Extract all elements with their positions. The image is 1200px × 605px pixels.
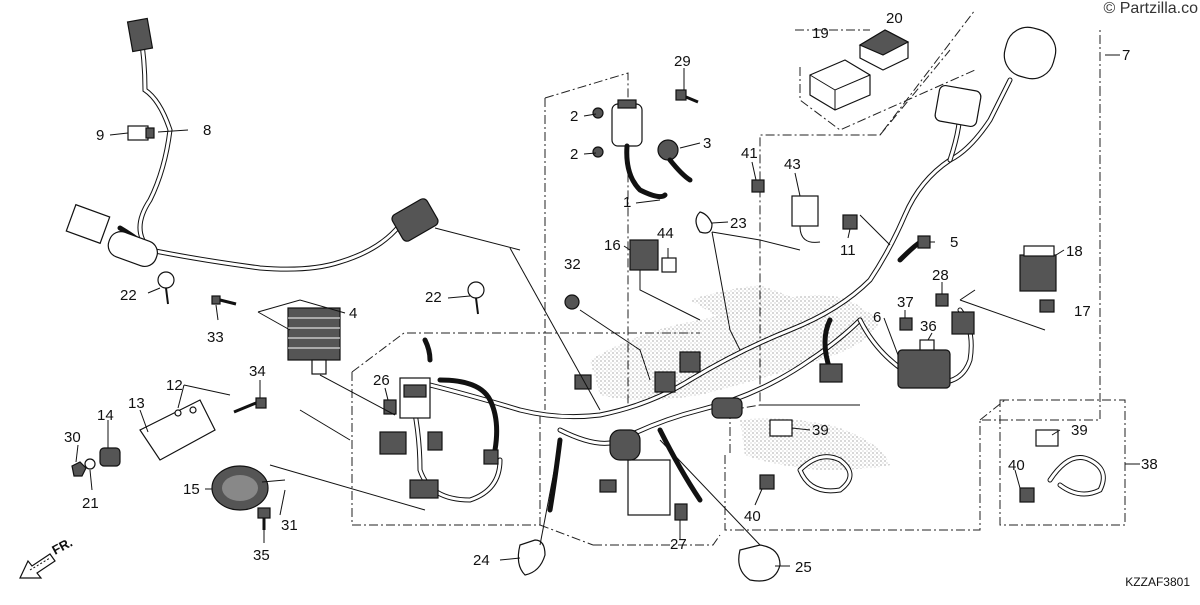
callout-5: 5 <box>950 234 958 251</box>
callout-19: 19 <box>812 25 829 42</box>
part-40-b <box>1019 487 1035 503</box>
part-13-bracket <box>139 399 216 461</box>
part-28 <box>935 293 949 307</box>
part-38-wire <box>797 454 1106 497</box>
part-9 <box>127 125 155 141</box>
callout-18: 18 <box>1066 243 1083 260</box>
callout-12: 12 <box>166 377 183 394</box>
group-boundaries <box>351 9 1126 546</box>
callout-28: 28 <box>932 267 949 284</box>
front-direction-label: FR. <box>49 535 75 558</box>
part-11 <box>842 214 858 230</box>
callout-27: 27 <box>670 536 687 553</box>
callout-14: 14 <box>97 407 114 424</box>
part-4-regulator <box>287 307 341 375</box>
part-6-fuse-box <box>897 311 975 389</box>
bolt-29 <box>675 89 699 104</box>
front-direction-arrow-icon <box>19 553 56 579</box>
part-19 <box>809 59 871 111</box>
watermark-text: © Partzilla.co <box>1104 0 1199 17</box>
part-24-band <box>517 539 546 576</box>
part-1-ignition-coil <box>611 99 668 200</box>
part-25-band <box>738 544 781 582</box>
callout-31: 31 <box>281 517 298 534</box>
callout-37: 37 <box>897 294 914 311</box>
callout-38: 38 <box>1141 456 1158 473</box>
part-23-clip <box>695 211 713 234</box>
diagram-code: KZZAF3801 <box>1125 575 1190 589</box>
bolt-33 <box>211 295 237 306</box>
callout-1: 1 <box>623 194 631 211</box>
harness-part-8 <box>65 17 439 272</box>
callout-26: 26 <box>373 372 390 389</box>
part-7-connectors <box>934 26 1057 128</box>
callout-25: 25 <box>795 559 812 576</box>
callout-40a: 40 <box>744 508 761 525</box>
callout-35: 35 <box>253 547 270 564</box>
callout-17: 17 <box>1074 303 1091 320</box>
callout-30: 30 <box>64 429 81 446</box>
part-18-relay <box>1019 245 1057 292</box>
part-41 <box>751 179 765 193</box>
callout-11: 11 <box>840 242 856 259</box>
callout-15: 15 <box>183 481 200 498</box>
part-17 <box>1039 299 1055 313</box>
callout-21: 21 <box>82 495 99 512</box>
callout-7: 7 <box>1122 47 1130 64</box>
part-44 <box>661 257 677 273</box>
callout-6: 6 <box>873 309 881 326</box>
part-3-plug-cap <box>657 139 693 183</box>
callout-22a: 22 <box>120 287 137 304</box>
part-37 <box>899 317 913 331</box>
bolt-34 <box>233 397 267 414</box>
callout-22b: 22 <box>425 289 442 306</box>
callout-39b: 39 <box>1071 422 1088 439</box>
leader-lines <box>75 54 1140 567</box>
part-39-a <box>769 419 793 437</box>
callout-4: 4 <box>349 305 357 322</box>
part-14 <box>99 447 121 467</box>
part-39-b <box>1035 429 1059 447</box>
callout-24: 24 <box>473 552 490 569</box>
callout-20: 20 <box>886 10 903 27</box>
callout-36: 36 <box>920 318 937 335</box>
part-22-clips <box>157 271 485 315</box>
part-15-horn <box>211 465 286 511</box>
part-2-bolts <box>592 107 604 158</box>
callout-43: 43 <box>784 156 801 173</box>
part-20 <box>858 29 910 71</box>
callout-44: 44 <box>657 225 674 242</box>
part-30 <box>71 458 96 477</box>
callout-32: 32 <box>564 256 581 273</box>
callout-39a: 39 <box>812 422 829 439</box>
callout-16: 16 <box>604 237 621 254</box>
callout-13: 13 <box>128 395 145 412</box>
bolt-35 <box>257 507 271 530</box>
callout-2a: 2 <box>570 108 578 125</box>
callout-8: 8 <box>203 122 211 139</box>
callout-9: 9 <box>96 127 104 144</box>
part-40-a <box>759 474 775 490</box>
callout-29: 29 <box>674 53 691 70</box>
callout-23: 23 <box>730 215 747 232</box>
callout-33: 33 <box>207 329 224 346</box>
part-32 <box>564 294 580 310</box>
part-16-relay <box>629 239 659 271</box>
part-5 <box>917 235 931 249</box>
callout-34: 34 <box>249 363 266 380</box>
callout-labels: 1 2 2 3 4 5 6 7 8 9 11 12 13 14 15 16 17… <box>64 10 1158 576</box>
callout-3: 3 <box>703 135 711 152</box>
connector-parts <box>379 351 843 516</box>
callout-40b: 40 <box>1008 457 1025 474</box>
part-43 <box>791 195 821 243</box>
part-27 <box>674 503 688 521</box>
callout-2b: 2 <box>570 146 578 163</box>
callout-41: 41 <box>741 145 758 162</box>
